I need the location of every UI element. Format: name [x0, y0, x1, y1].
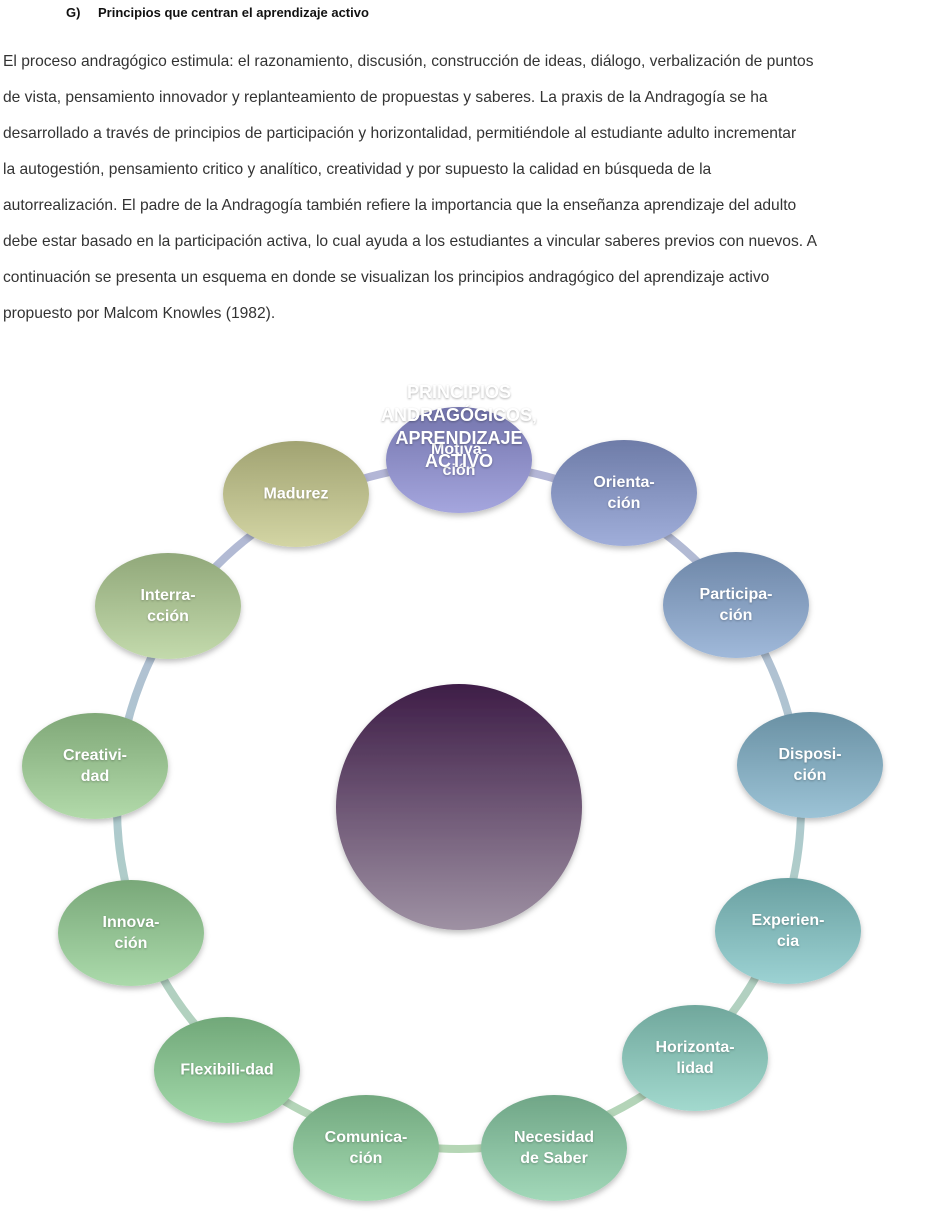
principle-node [737, 712, 883, 818]
principle-node [386, 407, 532, 513]
paragraph-line: El proceso andragógico estimula: el razo… [3, 53, 814, 70]
principle-node [622, 1005, 768, 1111]
principle-node [715, 878, 861, 984]
paragraph-line: debe estar basado en la participación ac… [3, 233, 817, 250]
principle-node [293, 1095, 439, 1201]
principle-node [663, 552, 809, 658]
principle-node [481, 1095, 627, 1201]
paragraph-line: propuesto por Malcom Knowles (1982). [3, 305, 276, 322]
paragraph-line: desarrollado a través de principios de p… [3, 125, 797, 142]
center-label: PRINCIPIOS ANDRAGÓGICOS, APRENDIZAJE ACT… [380, 382, 537, 471]
principle-node [154, 1017, 300, 1123]
paragraph-line: la autogestión, pensamiento critico y an… [3, 161, 712, 178]
paragraph-line: continuación se presenta un esquema en d… [3, 269, 770, 286]
center-circle [336, 684, 582, 930]
section-heading: G) Principios que centran el aprendizaje … [66, 5, 369, 20]
paragraph-line: autorrealización. El padre de la Andrago… [3, 197, 797, 214]
section-marker: G) [66, 5, 81, 20]
principle-node [95, 553, 241, 659]
body-paragraph: El proceso andragógico estimula: el razo… [3, 44, 933, 332]
principle-node [551, 440, 697, 546]
principle-node [58, 880, 204, 986]
section-title: Principios que centran el aprendizaje ac… [98, 5, 369, 20]
principles-cycle-diagram [22, 407, 883, 1201]
principle-node [22, 713, 168, 819]
principle-node [223, 441, 369, 547]
paragraph-line: de vista, pensamiento innovador y replan… [3, 89, 768, 106]
